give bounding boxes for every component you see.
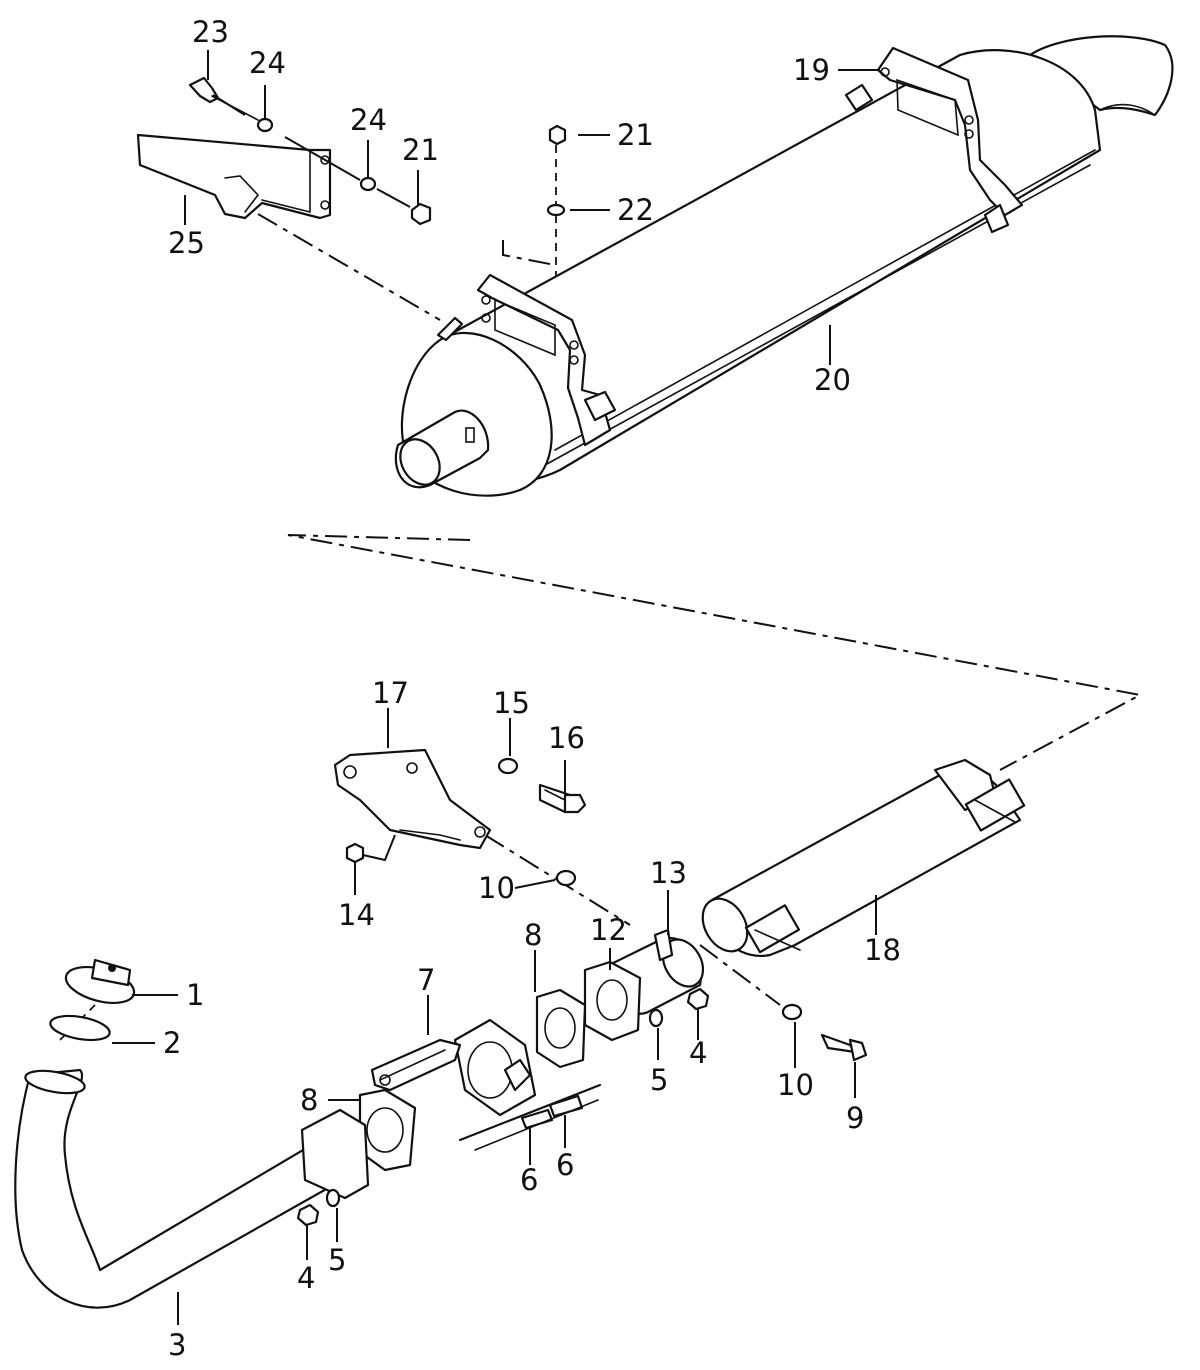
washer-22 bbox=[546, 203, 566, 217]
washer-10-upper bbox=[555, 869, 577, 887]
callout-12: 12 bbox=[590, 913, 627, 947]
nut-21-lower bbox=[410, 202, 432, 226]
callout-24-upper: 24 bbox=[249, 46, 286, 80]
callout-18: 18 bbox=[864, 933, 901, 967]
flange-plate-12 bbox=[583, 960, 642, 1042]
muffler-strap-front bbox=[844, 46, 1024, 234]
exhaust-pipe-3 bbox=[14, 1068, 370, 1309]
callout-13: 13 bbox=[650, 856, 687, 890]
callout-2: 2 bbox=[163, 1026, 181, 1060]
washer-15 bbox=[497, 757, 519, 775]
bracket-17 bbox=[333, 748, 492, 850]
callout-10-lower: 10 bbox=[777, 1068, 814, 1102]
nut-21-upper bbox=[548, 124, 567, 146]
callout-21-lower: 21 bbox=[402, 133, 439, 167]
callout-8-upper: 8 bbox=[524, 918, 542, 952]
gasket-8-upper bbox=[535, 988, 587, 1069]
callout-6-right: 6 bbox=[556, 1148, 574, 1182]
callout-21-upper: 21 bbox=[617, 118, 654, 152]
callout-23: 23 bbox=[192, 15, 229, 49]
actuator-7 bbox=[370, 1038, 462, 1092]
callout-17: 17 bbox=[372, 676, 409, 710]
callout-5-upper: 5 bbox=[650, 1063, 668, 1097]
gasket-2 bbox=[49, 1014, 111, 1042]
callout-4-upper: 4 bbox=[689, 1036, 707, 1070]
bolt-23 bbox=[188, 76, 259, 121]
bracket-25 bbox=[136, 133, 332, 220]
bolts-6 bbox=[458, 1083, 602, 1151]
callout-8-lower: 8 bbox=[300, 1083, 318, 1117]
lower-assembly bbox=[14, 748, 1026, 1309]
nut-14 bbox=[345, 842, 365, 864]
callout-24-lower: 24 bbox=[350, 103, 387, 137]
washer-5-upper bbox=[648, 1008, 664, 1028]
callout-3: 3 bbox=[168, 1328, 186, 1362]
callout-25: 25 bbox=[168, 226, 205, 260]
leader-lines bbox=[112, 50, 880, 1325]
nut-4-upper bbox=[686, 987, 710, 1011]
callout-20: 20 bbox=[814, 363, 851, 397]
callout-6-left: 6 bbox=[520, 1163, 538, 1197]
bolt-9 bbox=[820, 1033, 868, 1062]
callout-numbers: 23 24 24 21 25 19 21 22 20 17 15 16 14 1… bbox=[163, 15, 901, 1362]
upper-fasteners bbox=[136, 76, 567, 226]
callout-9: 9 bbox=[846, 1101, 864, 1135]
muffler bbox=[394, 35, 1174, 497]
callout-16: 16 bbox=[548, 721, 585, 755]
nut-4-lower bbox=[296, 1203, 320, 1227]
washer-24-upper bbox=[256, 117, 274, 133]
callout-4-lower: 4 bbox=[297, 1261, 315, 1295]
callout-5-lower: 5 bbox=[328, 1243, 346, 1277]
callout-19: 19 bbox=[793, 53, 830, 87]
gasket-8-lower bbox=[358, 1088, 417, 1172]
callout-10-upper: 10 bbox=[478, 871, 515, 905]
callout-7: 7 bbox=[417, 963, 435, 997]
callout-14: 14 bbox=[338, 898, 375, 932]
washer-10-lower bbox=[781, 1003, 803, 1021]
washer-5-lower bbox=[325, 1188, 341, 1208]
washer-24-lower bbox=[359, 176, 377, 192]
callout-1: 1 bbox=[186, 978, 204, 1012]
muffler-strap-rear bbox=[436, 273, 617, 447]
valve-body bbox=[453, 1018, 537, 1117]
clamp-1 bbox=[64, 958, 136, 1005]
callout-22: 22 bbox=[617, 193, 654, 227]
flex-pipe-18 bbox=[701, 758, 1026, 957]
callout-15: 15 bbox=[493, 686, 530, 720]
bolt-16 bbox=[538, 783, 587, 814]
